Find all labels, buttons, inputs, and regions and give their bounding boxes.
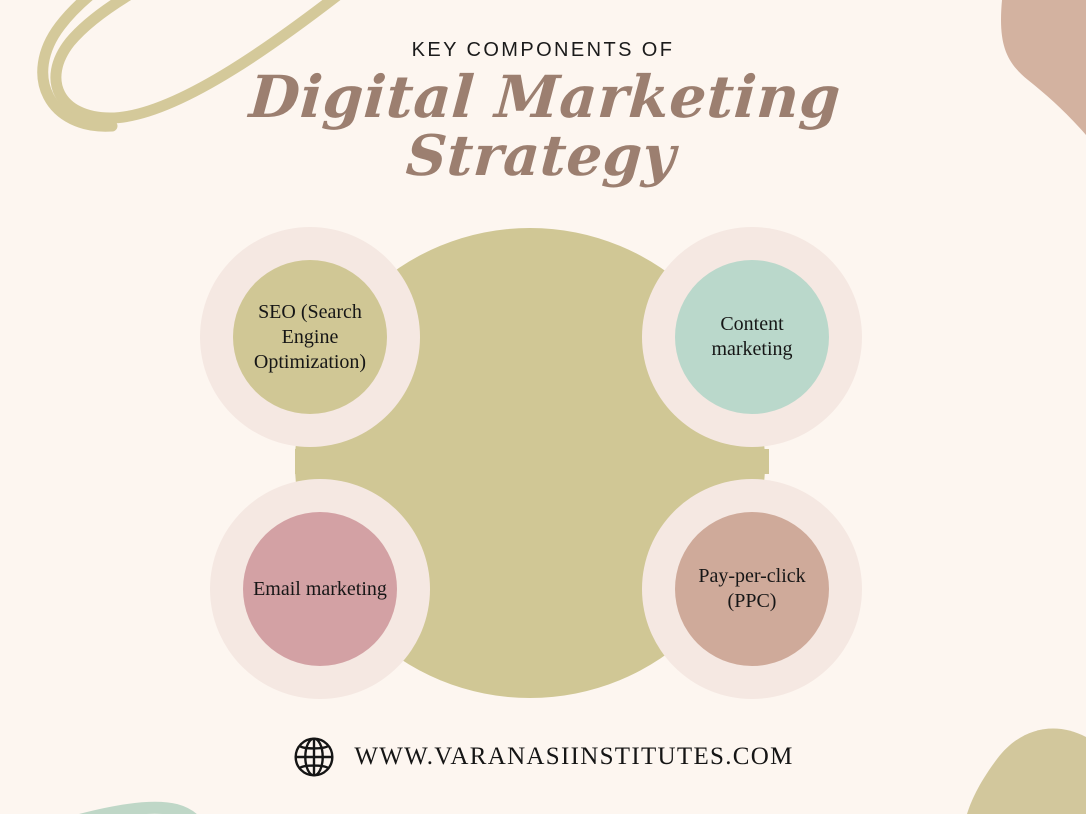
node-label-content-marketing: Content marketing	[711, 313, 793, 360]
node-inner-email-marketing: Email marketing	[243, 512, 397, 666]
eyebrow-text: KEY COMPONENTS OF	[411, 39, 675, 61]
node-inner-content-marketing: Content marketing	[675, 260, 829, 414]
poster-header: KEY COMPONENTS OF Digital Marketing Stra…	[0, 39, 1086, 189]
node-label-seo: SEO (Search Engine Optimization)	[253, 300, 367, 373]
node-label-ppc: Pay-per-click (PPC)	[698, 565, 806, 612]
node-inner-seo: SEO (Search Engine Optimization)	[233, 260, 387, 414]
footer-website-url: WWW.VARANASIINSTITUTES.COM	[354, 743, 794, 770]
component-node-content-marketing[interactable]: Content marketing	[642, 227, 862, 447]
component-node-email-marketing[interactable]: Email marketing	[210, 479, 430, 699]
footer: WWW.VARANASIINSTITUTES.COM	[0, 735, 1086, 779]
globe-icon	[294, 737, 334, 777]
node-label-email-marketing: Email marketing	[253, 577, 387, 600]
component-node-seo[interactable]: SEO (Search Engine Optimization)	[200, 227, 420, 447]
node-inner-ppc: Pay-per-click (PPC)	[675, 512, 829, 666]
component-node-ppc[interactable]: Pay-per-click (PPC)	[642, 479, 862, 699]
